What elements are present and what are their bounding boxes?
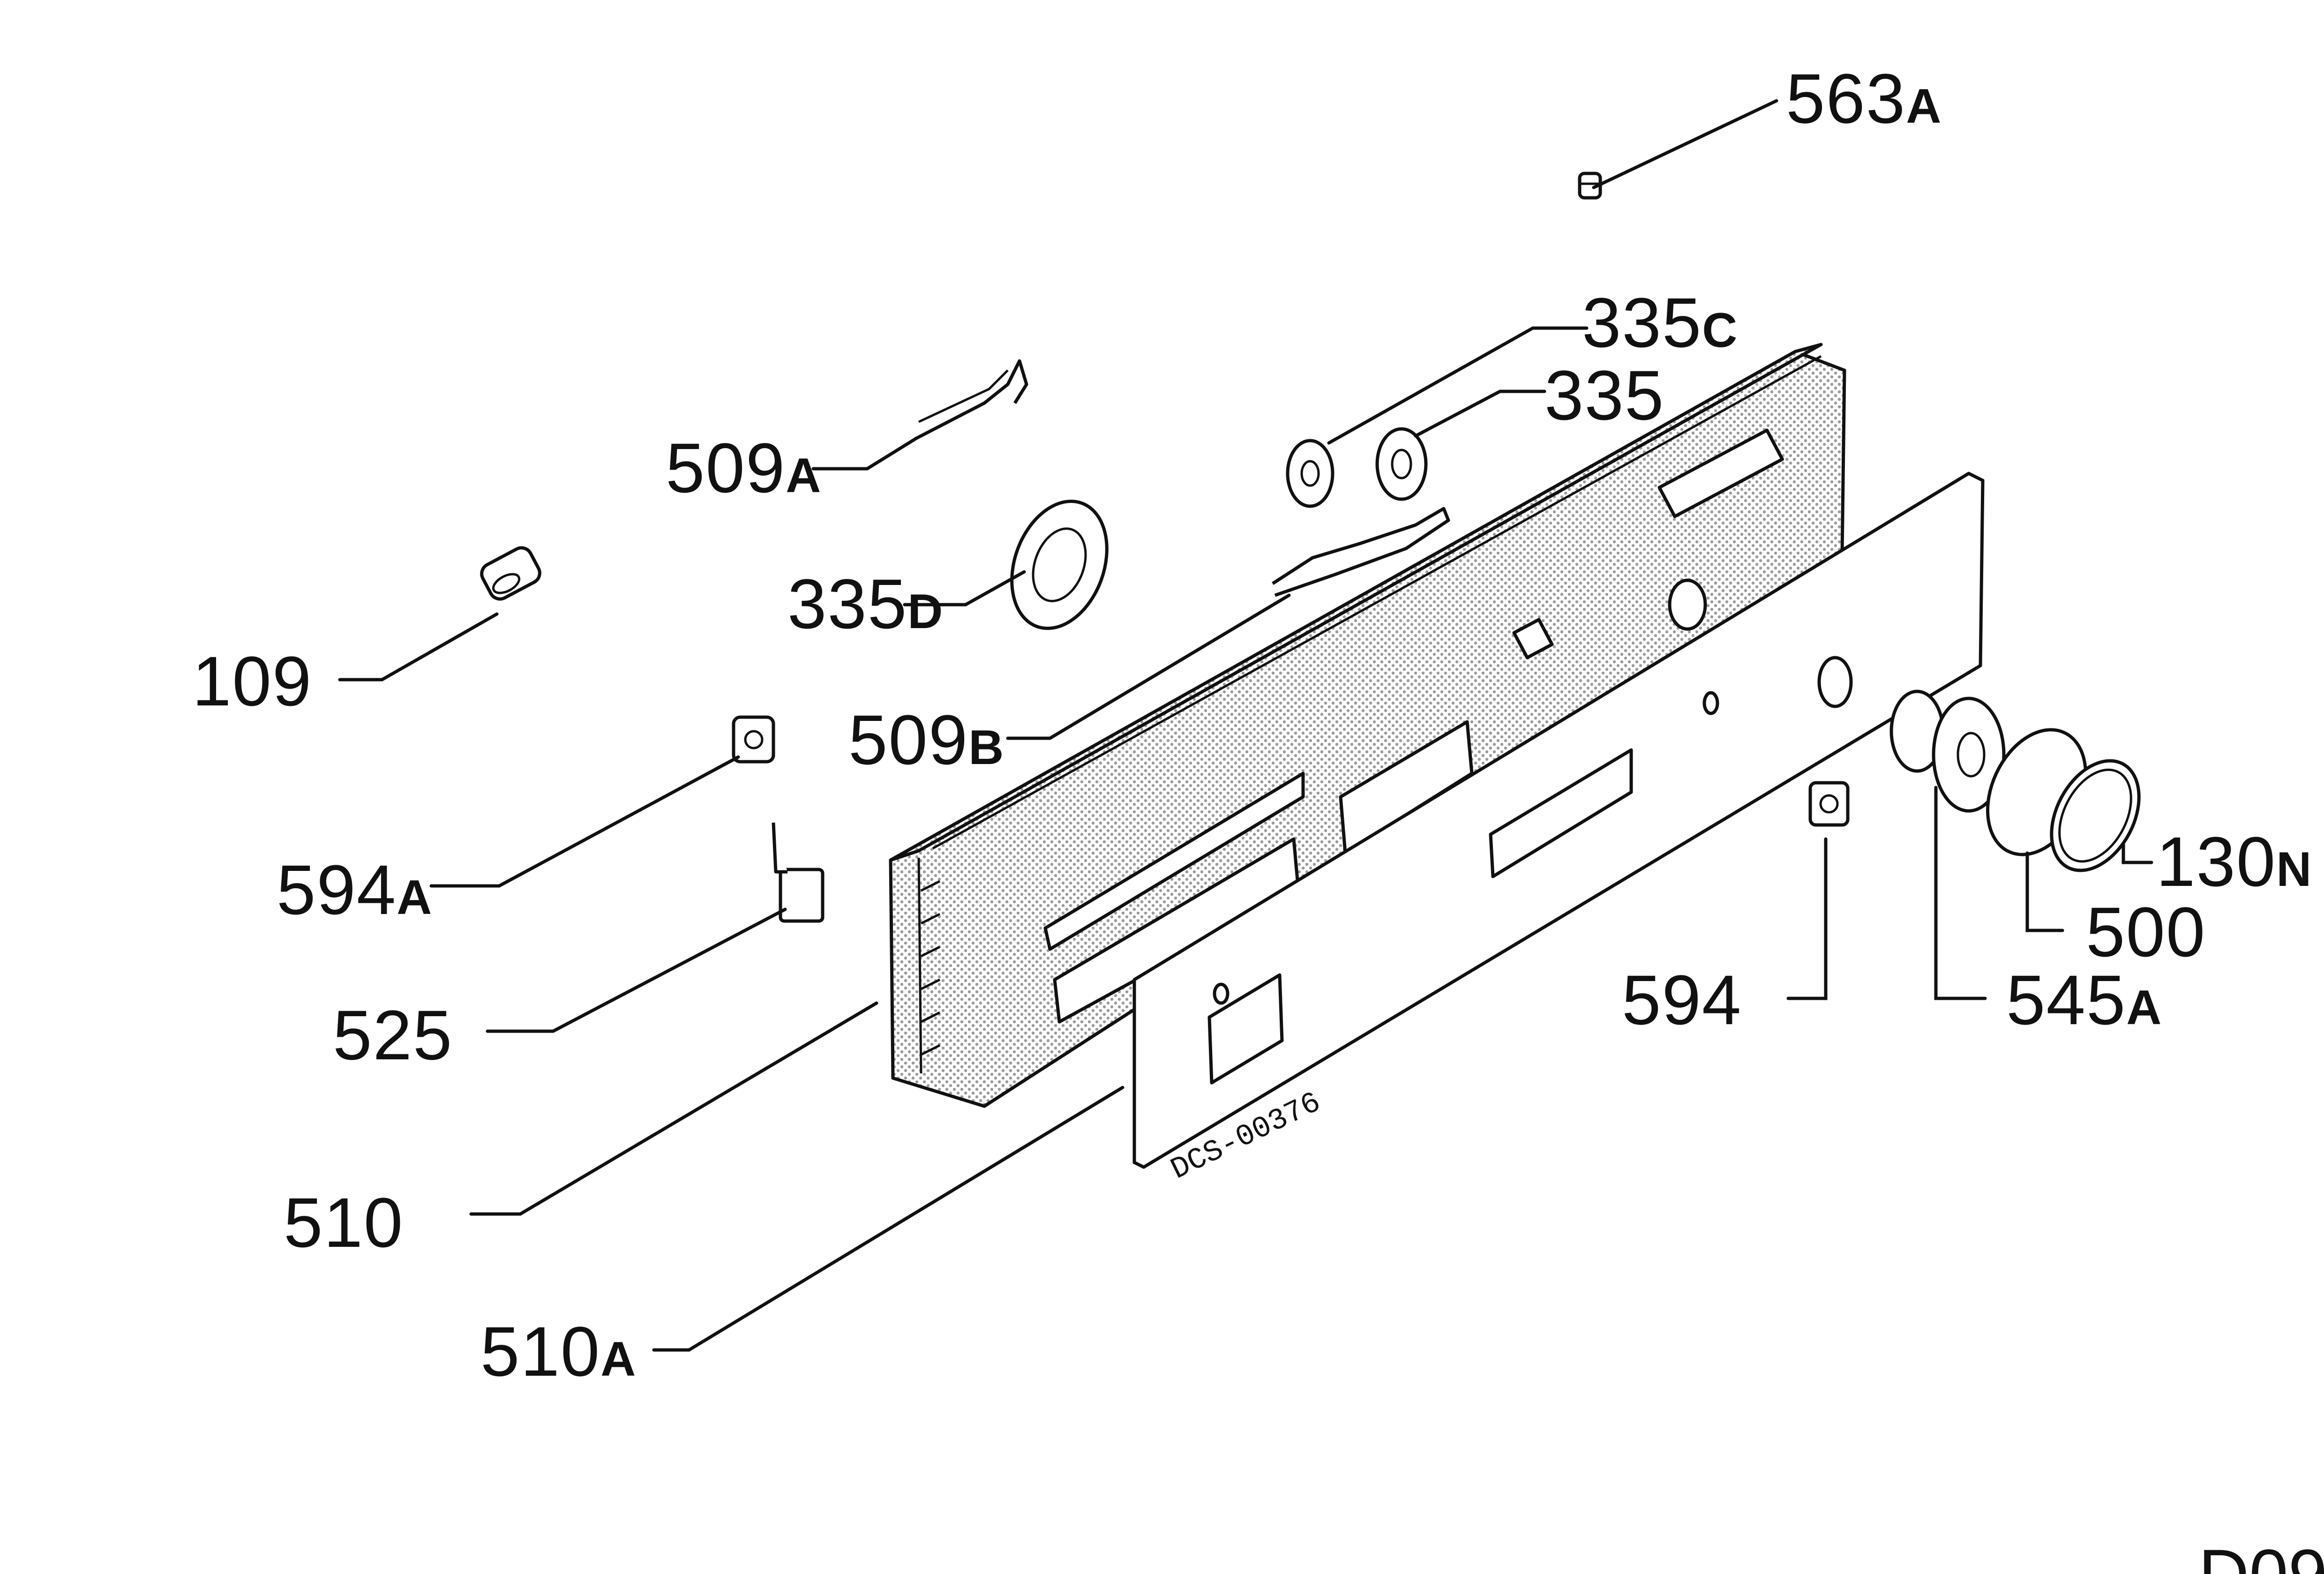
housing-connector-pins: [920, 880, 941, 1056]
leader-335d: [903, 570, 1026, 607]
front-fascia-panel-part: DCS-00376: [1132, 472, 1985, 1187]
part-545a-knob: [1889, 690, 2006, 813]
callout-594: 594: [1622, 960, 1742, 1039]
control-housing-part: [889, 343, 1846, 1108]
part-109-grommet: [480, 546, 541, 601]
leader-109: [338, 612, 499, 682]
callout-335c: 335C: [1582, 283, 1738, 362]
callout-594a: 594A: [277, 850, 433, 929]
leader-509a: [811, 436, 918, 471]
leader-510: [469, 1001, 878, 1216]
leader-500: [2025, 851, 2064, 932]
leader-335c: [1327, 326, 1589, 445]
part-335-gear: [1375, 427, 1428, 501]
leader-545a: [1934, 786, 1987, 1000]
callout-109: 109: [192, 642, 312, 720]
callout-500: 500: [2086, 892, 2206, 971]
callout-510: 510: [284, 1183, 404, 1262]
leader-lines: [338, 99, 2153, 1352]
leader-563a: [1592, 99, 1778, 189]
drawing-code: D09: [2198, 1535, 2324, 1574]
part-130n-ring: [2050, 759, 2141, 872]
part-509b-lever: [1272, 507, 1450, 597]
part-335d-dial: [1010, 499, 1109, 630]
callout-525: 525: [333, 996, 453, 1074]
leader-594a: [429, 755, 740, 888]
leader-130n: [2122, 842, 2153, 864]
leader-335: [1414, 390, 1546, 438]
callout-509b: 509B: [848, 700, 1005, 779]
callout-510a: 510A: [480, 1312, 637, 1391]
part-335c-gear: [1286, 439, 1334, 508]
leader-525: [486, 907, 787, 1033]
callout-563a: 563A: [1786, 59, 1942, 138]
callout-509a: 509A: [666, 428, 822, 507]
part-525-switch: [772, 822, 825, 923]
part-594-bracket: [1808, 781, 1850, 827]
callout-130n: 130N: [2156, 822, 2312, 901]
leader-509b: [1006, 593, 1291, 740]
part-509a-spring: [915, 359, 1028, 440]
callout-labels: 563A 335C 335 509A 335D 109 509B 594A 52…: [192, 59, 2312, 1391]
leader-510a: [652, 1086, 1125, 1352]
leader-594: [1786, 837, 1828, 1000]
part-594a-bracket: [732, 715, 775, 764]
callout-335d: 335D: [787, 564, 944, 643]
callout-545a: 545A: [2006, 960, 2162, 1039]
callout-335: 335: [1544, 356, 1664, 435]
